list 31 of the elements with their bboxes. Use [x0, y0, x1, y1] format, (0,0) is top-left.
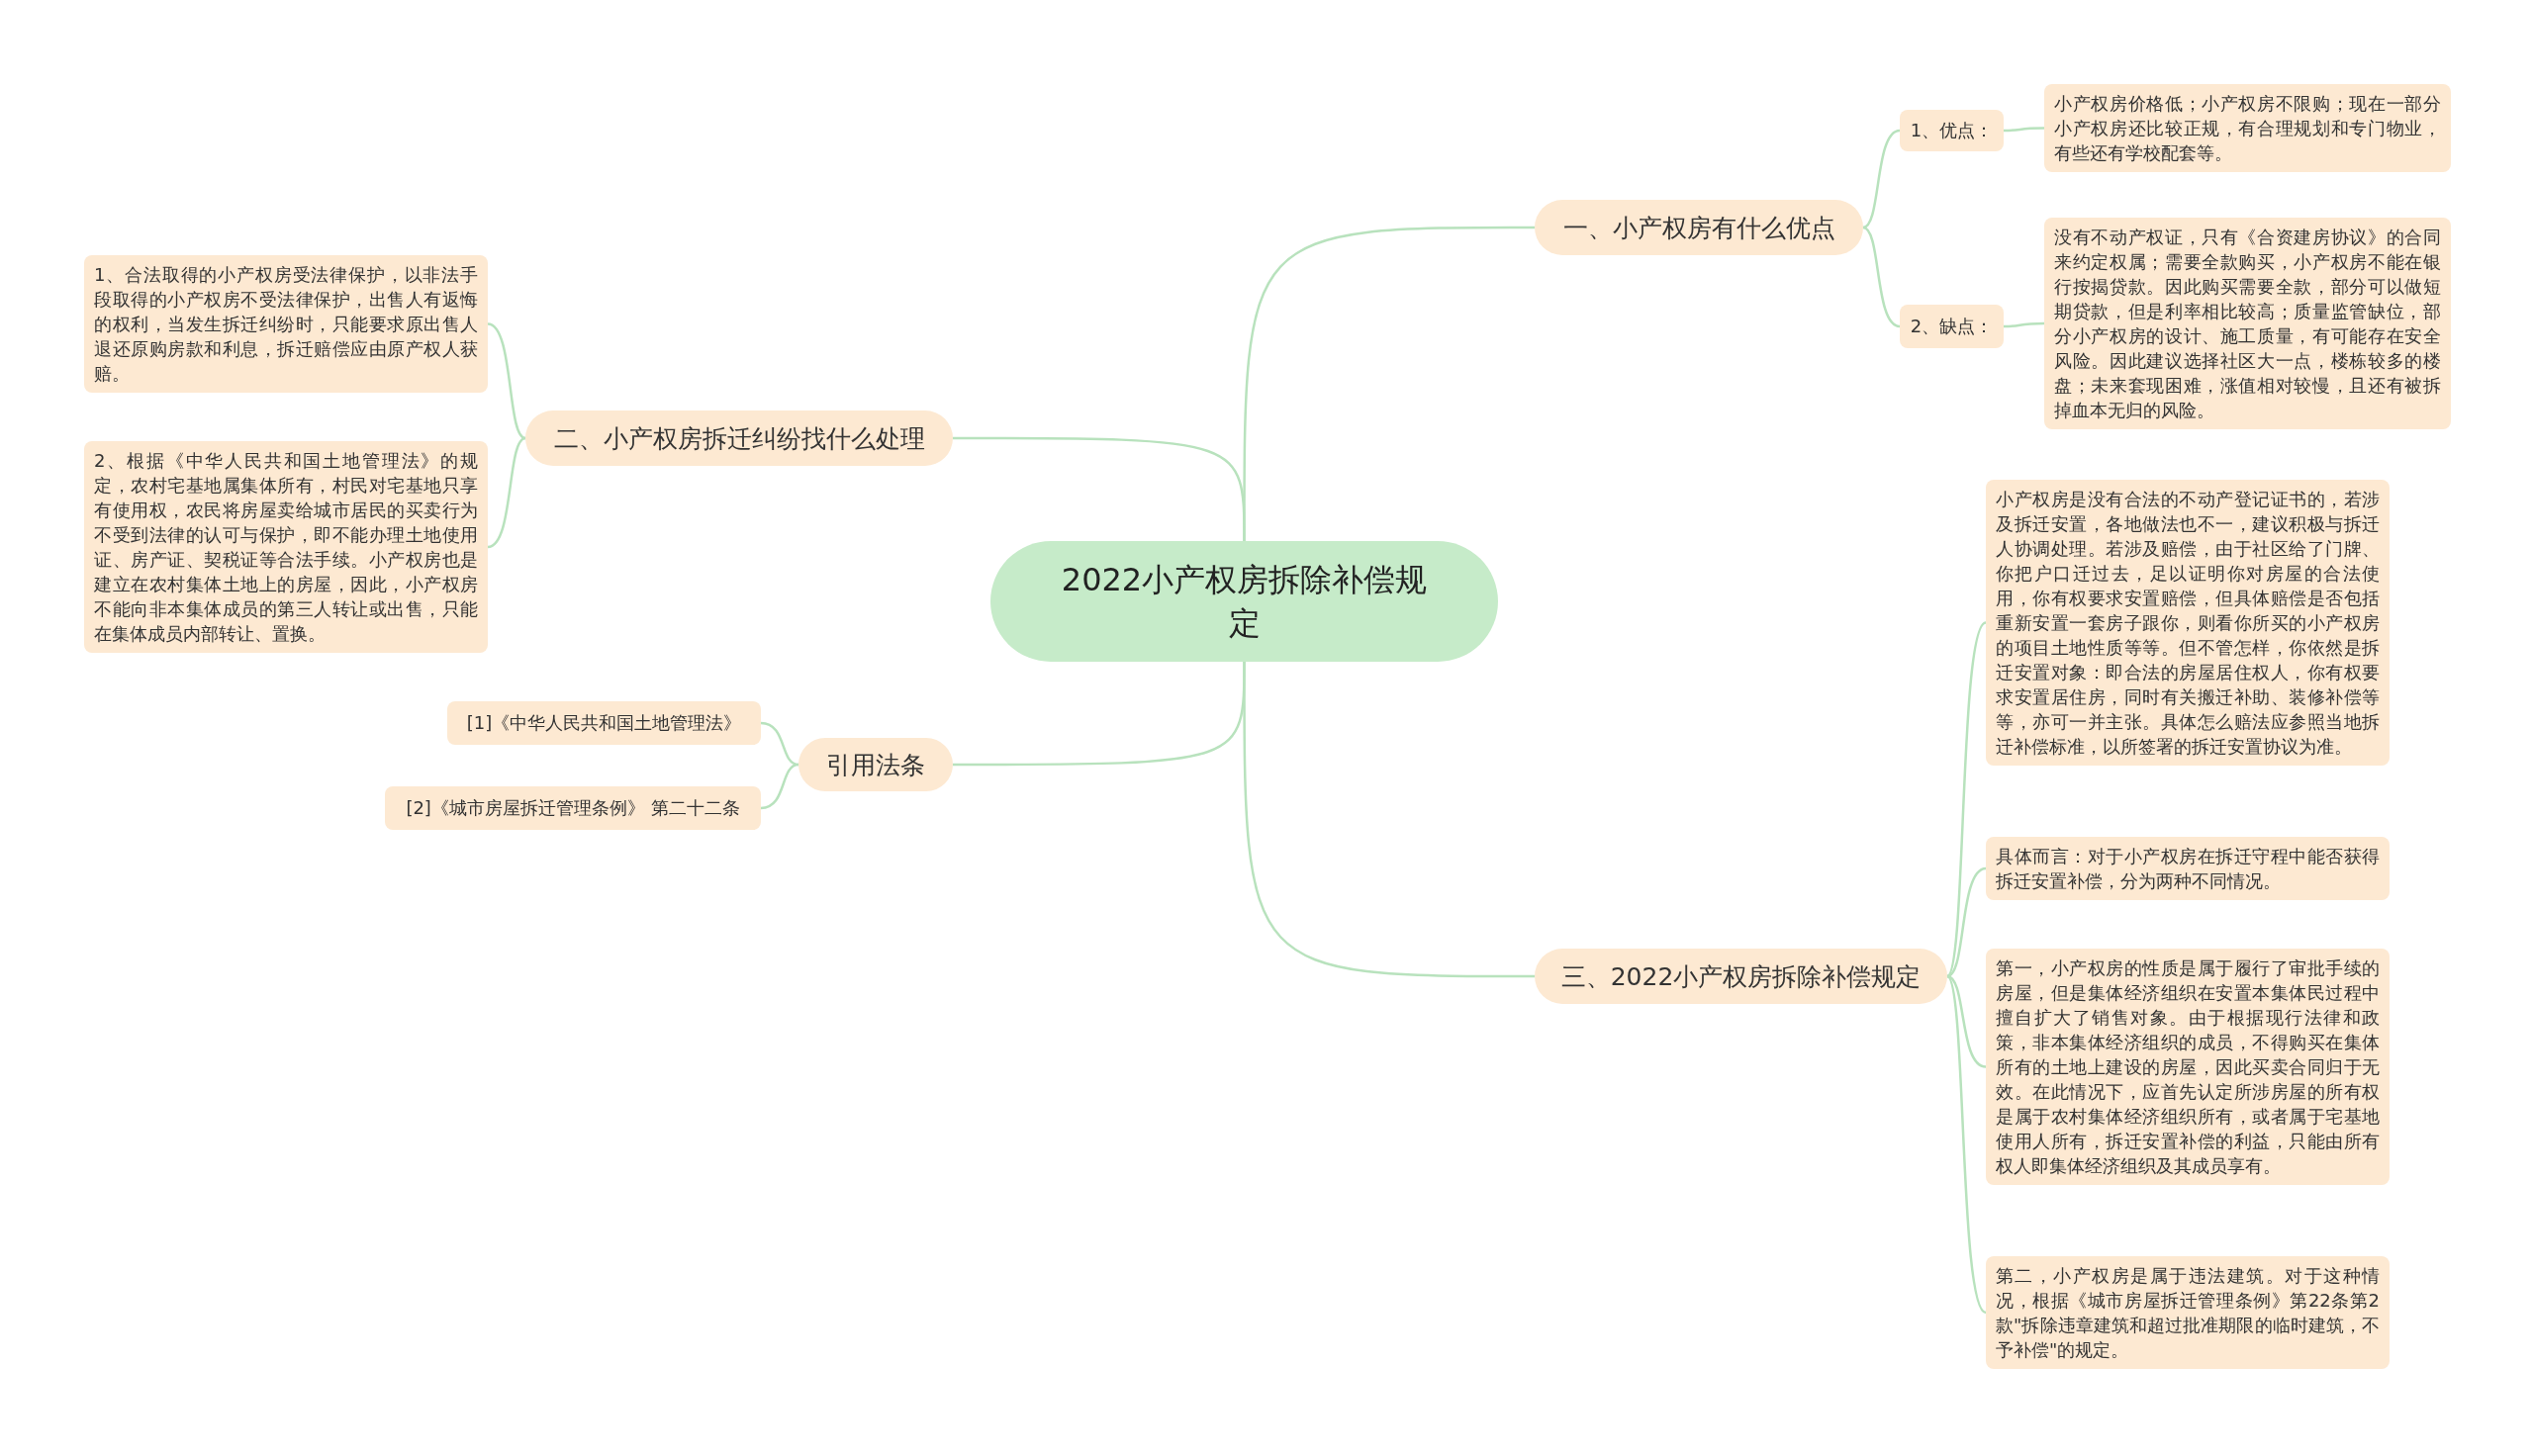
note-box: 1、合法取得的小产权房受法律保护，以非法手段取得的小产权房不受法律保护，出售人有返悔的权利，当发生拆迁纠纷时，只能要求原出售人退还原购房款和利息，拆迁赔偿应由原产权人获赔。 — [84, 255, 488, 393]
connector-line — [1945, 621, 1987, 977]
connector-line — [2004, 127, 2044, 133]
connector-line — [1862, 129, 1901, 229]
note-box: 小产权房价格低；小产权房不限购；现在一部分小产权房还比较正规，有合理规划和专门物业，有些还有学校配套等。 — [2044, 84, 2451, 172]
note-box: 第二，小产权房是属于违法建筑。对于这种情况，根据《城市房屋拆迁管理条例》第22条第2款"拆除违章建筑和超过批准期限的临时建筑，不予补偿"的规定。 — [1986, 1256, 2390, 1369]
connector-line — [953, 436, 1246, 541]
connector-line — [2004, 321, 2044, 328]
connector-line — [1243, 662, 1535, 978]
connector-line — [1862, 226, 1901, 328]
note-box: 具体而言：对于小产权房在拆迁守程中能否获得拆迁安置补偿，分为两种不同情况。 — [1986, 837, 2390, 900]
note-box: 小产权房是没有合法的不动产登记证书的，若涉及拆迁安置，各地做法也不一，建议积极与拆迁人协调处理。若涉及赔偿，由于社区给了门牌、你把户口迁过去，足以证明你对房屋的合法使用，你有权要求安置赔偿，但具体赔偿是否包括重新安置一套房子跟你，则看你所买的小产权房的项目土地性质等等。但不管怎样，你依然是拆迁安置对象：即合法的房屋居住权人，你有权要求安置居住房，同时有关搬迁补助、装修补偿等等，亦可一并主张。具体怎么赔法应参照当地拆迁补偿标准，以所签署的拆迁安置协议为准。 — [1986, 480, 2390, 766]
note-box: 没有不动产权证，只有《合资建房协议》的合同来约定权属；需要全款购买，小产权房不能在银行按揭贷款。因此购买需要全款，部分可以做短期贷款，但是利率相比较高；质量监管缺位，部分小产权房的设计、施工质量，有可能存在安全风险。因此建议选择社区大一点，楼栋较多的楼盘；未来套现困难，涨值相对较慢，且还有被拆掉血本无归的风险。 — [2044, 218, 2451, 429]
subtopic-box: [2]《城市房屋拆迁管理条例》 第二十二条 — [385, 786, 761, 830]
subtopic-box: 1、优点： — [1900, 110, 2004, 151]
note-box: 第一，小产权房的性质是属于履行了审批手续的房屋，但是集体经济组织在安置本集体民过程中擅自扩大了销售对象。由于根据现行法律和政策，非本集体经济组织的成员，不得购买在集体所有的土地上建设的房屋，因此买卖合同归于无效。在此情况下，应首先认定所涉房屋的所有权是属于农村集体经济组织所有，或者属于宅基地使用人所有，拆迁安置补偿的利益，只能由所有权人即集体经济组织及其成员享有。 — [1986, 949, 2390, 1185]
connector-line — [487, 322, 526, 440]
branch-topic: 一、小产权房有什么优点 — [1535, 200, 1863, 255]
branch-topic: 三、2022小产权房拆除补偿规定 — [1535, 949, 1947, 1004]
connector-line — [1946, 974, 1987, 1068]
connector-line — [1945, 975, 1987, 1314]
connector-line — [760, 721, 799, 767]
central-topic: 2022小产权房拆除补偿规定 — [990, 541, 1498, 662]
note-box: 2、根据《中华人民共和国土地管理法》的规定，农村宅基地属集体所有，村民对宅基地只享有使用权，农民将房屋卖给城市居民的买卖行为不受到法律的认可与保护，即不能办理土地使用证、房产证、契税证等合法手续。小产权房也是建立在农村集体土地上的房屋，因此，小产权房不能向非本集体成员的第三人转让或出售，只能在集体成员内部转让、置换。 — [84, 441, 488, 653]
connector-line — [1946, 866, 1987, 978]
subtopic-box: [1]《中华人民共和国土地管理法》 — [447, 701, 761, 745]
connector-line — [487, 436, 526, 549]
connector-line — [760, 763, 799, 810]
subtopic-box: 2、缺点： — [1900, 305, 2004, 348]
branch-topic: 二、小产权房拆迁纠纷找什么处理 — [525, 410, 953, 466]
branch-topic: 引用法条 — [798, 738, 953, 791]
